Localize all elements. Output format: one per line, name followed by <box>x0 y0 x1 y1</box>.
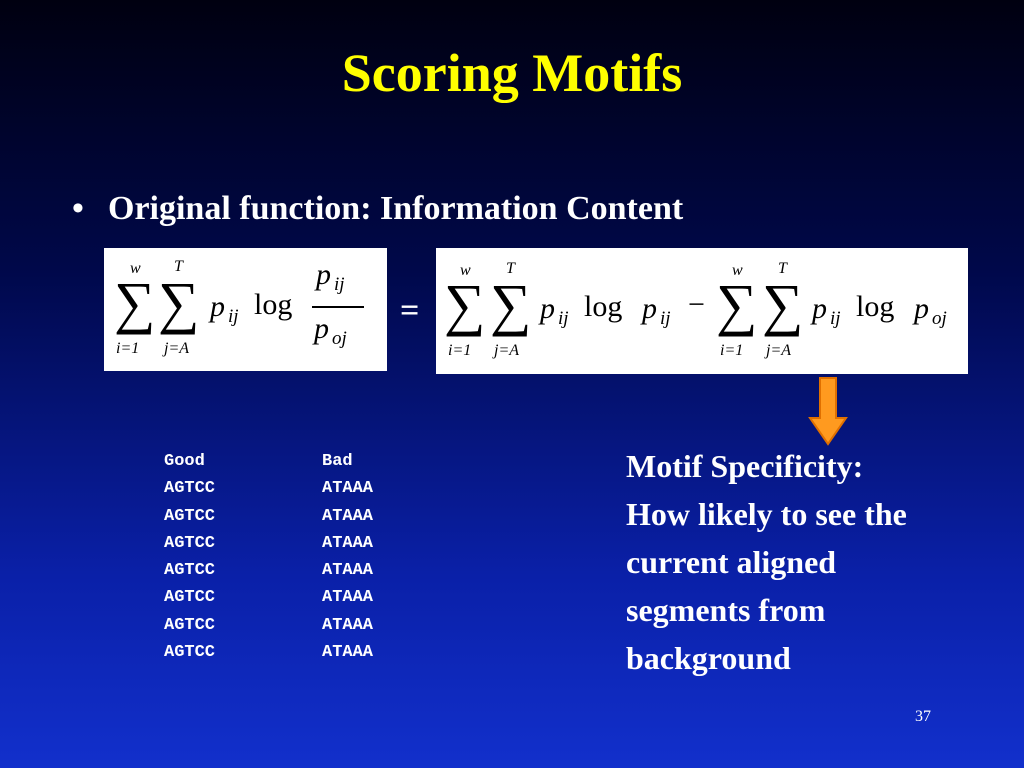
good-sequence: AGTCC <box>164 506 216 526</box>
alignment-row: AGTCC ATAAA <box>164 643 373 670</box>
sumA1-lower: i=1 <box>448 342 472 359</box>
sumA2-symbol: ∑ <box>490 272 532 337</box>
sumB1-upper: w <box>732 262 743 279</box>
sum2-symbol: ∑ <box>158 270 200 335</box>
down-arrow-icon <box>808 377 848 446</box>
p-symbol: p <box>210 290 225 323</box>
sum2-upper: T <box>174 258 183 275</box>
numerator-subscript: ij <box>334 274 345 295</box>
bullet-marker: • <box>72 190 84 227</box>
sumA2-upper: T <box>506 260 515 277</box>
bad-sequence: ATAAA <box>322 643 374 663</box>
equals-sign: = <box>400 292 420 329</box>
minus-sign: − <box>688 288 705 321</box>
alignment-row: AGTCC ATAAA <box>164 588 373 615</box>
formula-right: w T ∑ ∑ i=1 j=A p ij log p ij − w T ∑ ∑ … <box>436 248 968 374</box>
header-bad: Bad <box>322 452 353 471</box>
bad-sequence: ATAAA <box>322 533 374 553</box>
sum1-upper: w <box>130 260 141 277</box>
sumB2-upper: T <box>778 260 787 277</box>
note-line: How likely to see the <box>626 496 907 532</box>
denominator-subscript: oj <box>332 328 347 349</box>
alignment-row: AGTCC ATAAA <box>164 479 373 506</box>
alignment-row: AGTCC ATAAA <box>164 534 373 561</box>
bullet-text: Original function: Information Content <box>108 190 684 227</box>
bad-sequence: ATAAA <box>322 561 374 581</box>
sumA1-symbol: ∑ <box>444 272 486 337</box>
termA-p-subscript: ij <box>558 308 569 329</box>
note-line: Motif Specificity: <box>626 448 864 484</box>
formula-left: w T ∑ ∑ i=1 j=A p ij log p ij p oj <box>104 248 387 371</box>
bad-sequence: ATAAA <box>322 615 374 635</box>
termA-p: p <box>540 292 555 325</box>
good-sequence: AGTCC <box>164 643 216 663</box>
termA-log: log <box>584 290 623 323</box>
termB-log: log <box>856 290 895 323</box>
bad-sequence: ATAAA <box>322 479 374 499</box>
good-sequence: AGTCC <box>164 615 216 635</box>
alignment-table: Good Bad AGTCC ATAAA AGTCC ATAAA AGTCC A… <box>164 452 373 670</box>
p-subscript: ij <box>228 306 239 327</box>
good-sequence: AGTCC <box>164 479 216 499</box>
page-number: 37 <box>915 708 931 725</box>
termB-log-p: p <box>914 292 929 325</box>
termB-log-subscript: oj <box>932 308 947 329</box>
sumB1-symbol: ∑ <box>716 272 758 337</box>
termB-p-subscript: ij <box>830 308 841 329</box>
note-line: background <box>626 640 791 676</box>
sum1-lower: i=1 <box>116 340 140 357</box>
note-line: segments from <box>626 592 826 628</box>
note-line: current aligned <box>626 544 837 580</box>
denominator-p: p <box>314 312 329 345</box>
alignment-row: AGTCC ATAAA <box>164 561 373 588</box>
slide-title: Scoring Motifs <box>341 43 683 103</box>
bullet-item: • Original function: Information Content <box>72 190 683 228</box>
numerator-p: p <box>316 258 331 291</box>
sumB1-lower: i=1 <box>720 342 744 359</box>
sumB2-symbol: ∑ <box>762 272 804 337</box>
termA-log-subscript: ij <box>660 308 671 329</box>
sum1-symbol: ∑ <box>114 270 156 335</box>
alignment-row: AGTCC ATAAA <box>164 507 373 534</box>
sum2-lower: j=A <box>164 340 190 357</box>
good-sequence: AGTCC <box>164 561 216 581</box>
header-good: Good <box>164 452 205 471</box>
good-sequence: AGTCC <box>164 533 216 553</box>
alignment-row: AGTCC ATAAA <box>164 616 373 643</box>
motif-specificity-note: Motif Specificity: How likely to see the… <box>626 442 907 682</box>
termA-log-p: p <box>642 292 657 325</box>
alignment-header-row: Good Bad <box>164 452 373 479</box>
termB-p: p <box>812 292 827 325</box>
bad-sequence: ATAAA <box>322 506 374 526</box>
sumA2-lower: j=A <box>494 342 520 359</box>
log-text: log <box>254 288 293 321</box>
sumA1-upper: w <box>460 262 471 279</box>
fraction-bar <box>312 306 364 308</box>
sumB2-lower: j=A <box>766 342 792 359</box>
bad-sequence: ATAAA <box>322 588 374 608</box>
good-sequence: AGTCC <box>164 588 216 608</box>
